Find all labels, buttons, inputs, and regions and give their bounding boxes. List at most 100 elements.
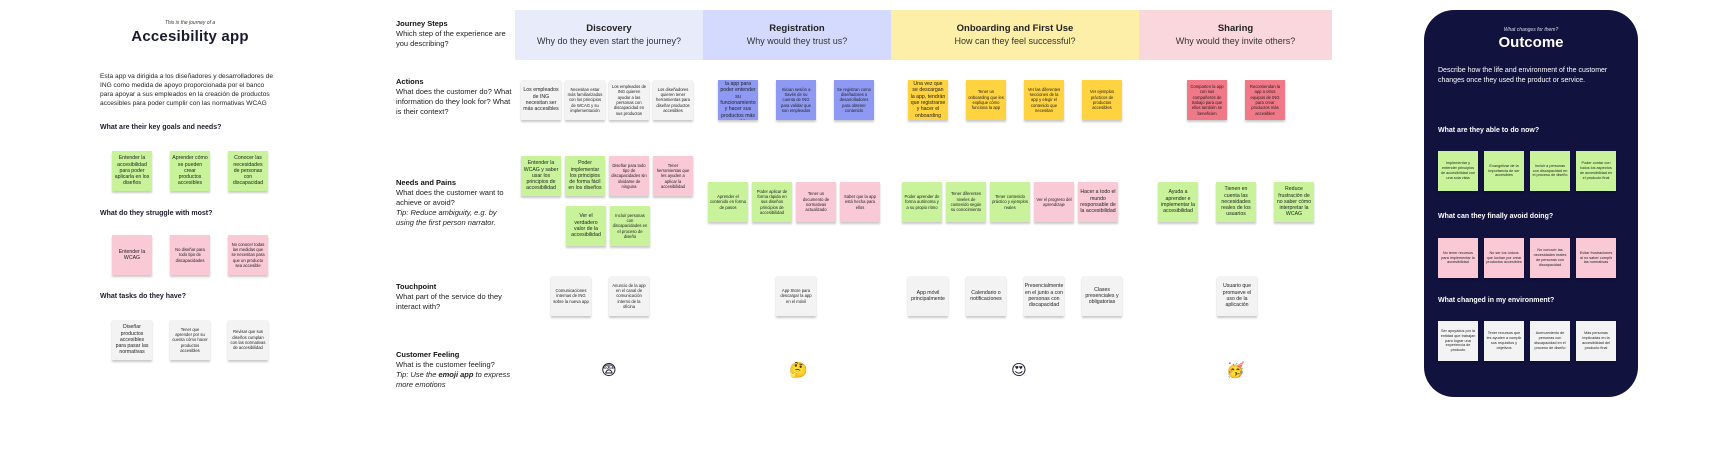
sticky-note[interactable]: Tener contenido práctico y ejemplos real… <box>990 182 1030 222</box>
sticky-note[interactable]: Comparten la app con sus compañeros de t… <box>1187 80 1227 120</box>
sticky-note[interactable]: Poder aplicar de forma rápida en sus dis… <box>752 182 792 222</box>
sticky-note[interactable]: Inician sesión a través de su cuenta de … <box>776 80 816 120</box>
sticky-note[interactable]: Comunicaciones internas de ING sobre la … <box>551 276 591 316</box>
sticky-note[interactable]: Poder aprender de forma autónoma y a su … <box>902 182 942 222</box>
persona-subtitle: This is the journey of a <box>164 20 216 26</box>
sticky-note[interactable]: Saber que la app está hecha para ellos <box>840 182 880 222</box>
sticky-note[interactable]: Aprender cómo se pueden crear productos … <box>170 151 210 191</box>
struggles-row: Entender la WCAG No diseñar para todo ti… <box>112 235 268 275</box>
struggles-question: What do they struggle with most? <box>100 210 213 217</box>
sticky-note[interactable]: Entender la accesibilidad para poder apl… <box>112 151 152 191</box>
stage-discovery[interactable]: Discovery Why do they even start the jou… <box>515 10 703 60</box>
actions-registration: Se descargan la app para poder entender … <box>718 80 874 120</box>
row-title: Customer Feeling <box>396 350 460 359</box>
sticky-note[interactable]: Diseñar para todo tipo de discapacidades… <box>609 156 649 196</box>
sticky-note[interactable]: Tener un documento de normativas actuali… <box>796 182 836 222</box>
row-tip-post: to express more emotions <box>396 370 511 389</box>
sticky-note[interactable]: No ser los únicos que luchan por crear p… <box>1484 238 1524 278</box>
sticky-note[interactable]: Ayuda a aprender e implementar la accesi… <box>1158 182 1198 222</box>
row-title: Journey Steps <box>396 19 448 28</box>
sticky-note[interactable]: Ver el progreso del aprendizaje <box>1034 182 1074 222</box>
sticky-note[interactable]: Presencialmente en el junto a con person… <box>1024 276 1064 316</box>
sticky-note[interactable]: Anuncio de la app en el canal de comunic… <box>609 276 649 316</box>
goals-question: What are their key goals and needs? <box>100 124 222 131</box>
sticky-note[interactable]: No conocer todas las medidas que se nece… <box>228 235 268 275</box>
sticky-note[interactable]: Tener recursos que les ayuden a cumplir … <box>1484 321 1524 361</box>
sticky-note[interactable]: Conocer las necesidades de personas con … <box>228 151 268 191</box>
touch-discovery: Comunicaciones internas de ING sobre la … <box>551 276 649 316</box>
sticky-note[interactable]: App Store para descargar la app en el mó… <box>776 276 816 316</box>
stage-registration[interactable]: Registration Why would they trust us? <box>703 10 891 60</box>
needs-registration: Aprender el contenido en forma de pasos … <box>708 182 880 222</box>
sticky-note[interactable]: Ver las diferentes secciones de la app y… <box>1024 80 1064 120</box>
heart-eyes-face-icon: 😍 <box>1011 362 1027 379</box>
sticky-note[interactable]: Usuario que promueve el uso de la aplica… <box>1217 276 1257 316</box>
sticky-note[interactable]: Aprender el contenido en forma de pasos <box>708 182 748 222</box>
sticky-note[interactable]: Ver el verdadero valor de la accesibilid… <box>566 206 606 246</box>
sticky-note[interactable]: Tener que aprender por su cuenta cómo ha… <box>170 320 210 360</box>
sticky-note[interactable]: Los empleados de ING necesitan ser más a… <box>521 80 561 120</box>
sticky-note[interactable]: Ser apoyados por la entidad que trabajan… <box>1438 321 1478 361</box>
sticky-note[interactable]: No diseñar para todo tipo de discapacida… <box>170 235 210 275</box>
tasks-question: What tasks do they have? <box>100 293 186 300</box>
stage-name: Onboarding and First Use <box>956 23 1074 34</box>
thinking-face-icon: 🤔 <box>789 362 808 379</box>
party-face-icon: 🥳 <box>1226 362 1245 379</box>
sticky-note[interactable]: Hacer a todo el mundo responsable de la … <box>1078 182 1118 222</box>
sticky-note[interactable]: Tener un onboarding que les explique cóm… <box>966 80 1006 120</box>
sticky-note[interactable]: Implementar y entender principios de acc… <box>1438 151 1478 191</box>
able-row: Implementar y entender principios de acc… <box>1438 151 1616 191</box>
sticky-note[interactable]: Necesitan estar más familiarizados con l… <box>565 80 605 120</box>
sticky-note[interactable]: Evitar frustraciones al no saber cumplir… <box>1576 238 1616 278</box>
sticky-note[interactable]: Incluir a personas con discapacidad en e… <box>1530 151 1570 191</box>
sticky-note[interactable]: Tienen en cuenta las necesidades reales … <box>1216 182 1256 222</box>
row-desc: What is the customer feeling? <box>396 360 495 369</box>
actions-onboarding: Una vez que se descargan la app, tendrán… <box>908 80 1122 120</box>
sticky-note[interactable]: Clases presenciales y obligatorias <box>1082 276 1122 316</box>
sticky-note[interactable]: Calendario o notificaciones <box>966 276 1006 316</box>
sticky-note[interactable]: Entender la WCAG y saber usar los princi… <box>521 156 561 196</box>
row-desc: What part of the service do they interac… <box>396 292 502 311</box>
sticky-note[interactable]: Poder contar con todos los aspectos de a… <box>1576 151 1616 191</box>
sticky-note[interactable]: Una vez que se descargan la app, tendrán… <box>908 80 948 120</box>
needs-onboarding: Poder aprender de forma autónoma y a su … <box>902 182 1118 222</box>
row-label-actions: Actions What does the customer do? What … <box>396 77 516 117</box>
stage-question: Why do they even start the journey? <box>536 36 682 46</box>
sticky-note[interactable]: Tener herramientas que les ayuden a apli… <box>653 156 693 196</box>
stage-name: Sharing <box>1217 23 1254 34</box>
sticky-note[interactable]: Diseñar productos accesibles para pasar … <box>112 320 152 360</box>
sticky-note[interactable]: Incluir personas con discapacidades en e… <box>610 206 650 246</box>
sticky-note[interactable]: Poder implementar los principios de form… <box>565 156 605 196</box>
row-desc: What does the customer want to achieve o… <box>396 188 504 207</box>
fearful-face-icon: 😨 <box>601 362 617 379</box>
outcome-description: Describe how the life and environment of… <box>1438 67 1608 84</box>
persona-description: Esta app va dirigida a los diseñadores y… <box>100 73 274 107</box>
sticky-note[interactable]: App móvil principalmente <box>908 276 948 316</box>
sticky-note[interactable]: No conocer las necesidades reales de per… <box>1530 238 1570 278</box>
sticky-note[interactable]: Los diseñadores quieren tener herramient… <box>653 80 693 120</box>
stage-sharing[interactable]: Sharing Why would they invite others? <box>1139 10 1332 60</box>
outcome-subtitle: What changes for them? <box>1503 27 1559 33</box>
sticky-note[interactable]: Acercamiento de personas con discapacida… <box>1530 321 1570 361</box>
sticky-note[interactable]: Recomiendan la app a otros equipos de IN… <box>1245 80 1285 120</box>
actions-sharing: Comparten la app con sus compañeros de t… <box>1187 80 1285 120</box>
sticky-note[interactable]: Entender la WCAG <box>112 235 152 275</box>
stage-onboarding[interactable]: Onboarding and First Use How can they fe… <box>891 10 1139 60</box>
sticky-note[interactable]: Ver ejemplos prácticos de productos acce… <box>1082 80 1122 120</box>
sticky-note[interactable]: Los empleados de ING quieren ayudar a la… <box>609 80 649 120</box>
sticky-note[interactable]: Revisar que sus diseños cumplan con las … <box>228 320 268 360</box>
row-tip-pre: Tip: Use the <box>396 370 439 379</box>
avoid-row: No tener recursos para implementar la ac… <box>1438 238 1616 278</box>
sticky-note[interactable]: No tener recursos para implementar la ac… <box>1438 238 1478 278</box>
needs-discovery-bottom: Ver el verdadero valor de la accesibilid… <box>566 206 650 246</box>
row-desc: Which step of the experience are you des… <box>396 29 506 48</box>
sticky-note[interactable]: Tener diferentes niveles de contenido se… <box>946 182 986 222</box>
sticky-note[interactable]: Reduce frustración de no saber cómo inte… <box>1274 182 1314 222</box>
able-question: What are they able to do now? <box>1438 127 1540 134</box>
sticky-note[interactable]: Evangelizar de la importancia de ser acc… <box>1484 151 1524 191</box>
persona-panel: This is the journey of a Accesibility ap… <box>100 20 280 360</box>
sticky-note[interactable]: Se registran como diseñadores o desarrol… <box>834 80 874 120</box>
touch-onboarding: App móvil principalmente Calendario o no… <box>908 276 1122 316</box>
sticky-note[interactable]: Más personas implicadas en la accesibili… <box>1576 321 1616 361</box>
sticky-note[interactable]: Se descargan la app para poder entender … <box>718 80 758 120</box>
